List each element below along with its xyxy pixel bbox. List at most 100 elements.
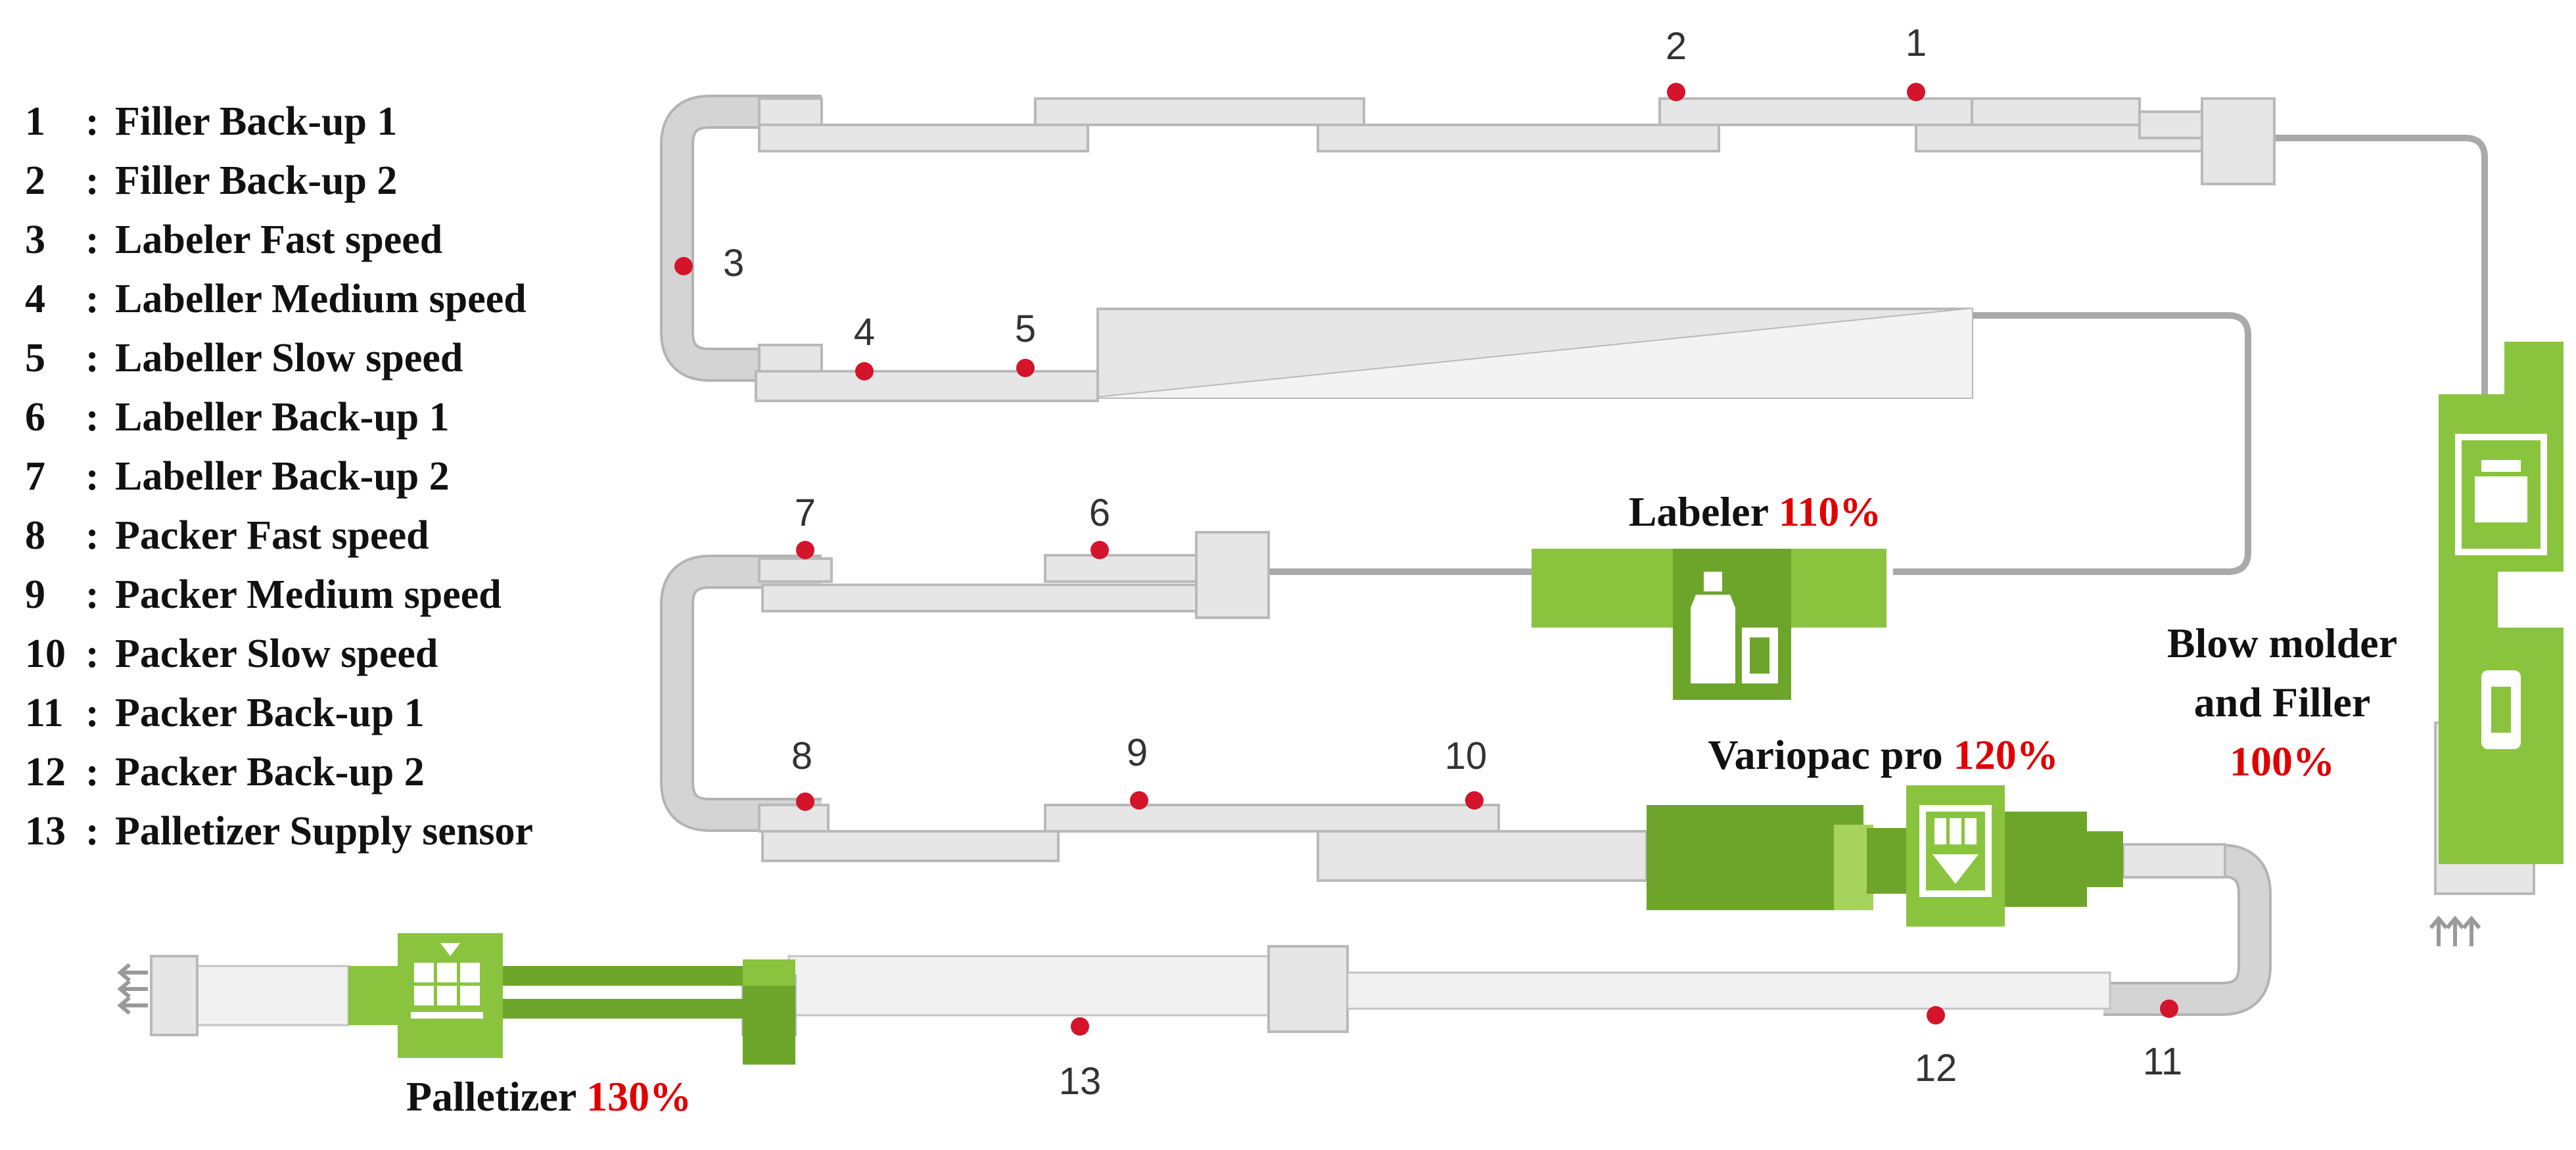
conveyor-segment	[2138, 110, 2207, 139]
legend-separator: :	[85, 513, 99, 558]
legend-number: 6	[25, 395, 45, 440]
legend-number: 7	[25, 454, 45, 499]
legend-number: 4	[25, 277, 45, 321]
flow-arrows-icon	[2429, 915, 2481, 946]
legend-text: Packer Medium speed	[115, 572, 502, 617]
flow-arrows-icon	[117, 963, 148, 1015]
palletizer-track	[503, 966, 746, 986]
buffer-box	[1267, 945, 1349, 1033]
accumulation-table-fill	[1098, 309, 1972, 398]
variopac-join	[1867, 828, 1906, 894]
sensor-1: 1	[1906, 22, 1927, 101]
sensor-12: 12	[1915, 1006, 1957, 1090]
legend-item-13: 13 : Palletizer Supply sensor	[25, 809, 533, 854]
sensor-number: 7	[795, 492, 816, 534]
palletizer-label: Palletizer 130%	[406, 1073, 691, 1120]
sensor-dot	[855, 362, 874, 380]
sensor-number: 4	[854, 311, 875, 354]
sensor-dot	[2160, 1000, 2178, 1018]
palletizer-head	[743, 959, 795, 989]
palletizer-name: Palletizer	[406, 1073, 576, 1120]
labeler-name: Labeler	[1629, 488, 1769, 535]
legend-item-4: 4 : Labeller Medium speed	[25, 277, 527, 321]
line-to-labeler	[1893, 312, 2251, 575]
legend-separator: :	[85, 277, 99, 321]
buffer-box	[2201, 97, 2276, 185]
palletizer-machine	[348, 933, 795, 1065]
legend-number: 12	[25, 750, 66, 794]
sensor-10: 10	[1445, 735, 1487, 810]
legend-text: Packer Back-up 1	[115, 691, 425, 735]
legend-separator: :	[85, 454, 99, 499]
sensor-number: 6	[1089, 492, 1110, 534]
conveyor-segment	[761, 830, 1060, 862]
legend-number: 5	[25, 336, 45, 380]
legend-item-2: 2 : Filler Back-up 2	[25, 158, 397, 203]
legend-item-5: 5 : Labeller Slow speed	[25, 336, 463, 380]
variopac-infeed	[1647, 805, 1863, 910]
palletizer-head	[743, 986, 795, 1065]
legend-separator: :	[85, 99, 99, 144]
pallet-conveyor	[1346, 971, 2111, 1010]
palletizer-track	[503, 999, 746, 1019]
legend-separator: :	[85, 572, 99, 617]
conveyor-segment	[758, 344, 823, 373]
blow-molder-line2: and Filler	[2194, 679, 2370, 725]
sensor-4: 4	[854, 311, 875, 380]
filler-icon	[2455, 434, 2547, 555]
legend-item-8: 8 : Packer Fast speed	[25, 513, 429, 558]
labeler-label: Labeler 110%	[1629, 488, 1882, 535]
sensors: 1 2 3 4 5 6 7 8	[674, 22, 2182, 1103]
sensor-number: 11	[2143, 1040, 2182, 1083]
variopac-outfeed	[2087, 831, 2123, 887]
line-blow-molder-to-filler-buffer	[2274, 135, 2488, 394]
conveyor-segment	[2122, 843, 2226, 879]
legend-number: 10	[25, 632, 66, 676]
triple-bottle-icon	[1919, 805, 1992, 897]
conveyor-segment	[1658, 97, 1980, 126]
conveyor-segment	[761, 584, 1201, 612]
legend-number: 1	[25, 99, 45, 144]
legend-number: 13	[25, 809, 66, 854]
sensor-dot	[1071, 1017, 1089, 1036]
sensor-dot	[796, 793, 814, 811]
sensor-dot	[1016, 359, 1035, 377]
legend-separator: :	[85, 395, 99, 440]
conveyor-segment	[1317, 830, 1648, 882]
sensor-5: 5	[1015, 308, 1036, 377]
legend-text: Packer Back-up 2	[115, 750, 425, 794]
legend-number: 3	[25, 218, 45, 262]
blow-molder-filler-machine	[2439, 342, 2564, 864]
legend-number: 9	[25, 572, 45, 617]
sensor-dot	[796, 541, 814, 559]
conveyor-segment	[1971, 97, 2141, 126]
sensor-8: 8	[791, 735, 814, 811]
pallet-icon	[411, 943, 483, 1019]
pallet-conveyor	[787, 955, 1303, 1017]
sensor-9: 9	[1127, 731, 1148, 810]
conveyor-segment	[755, 370, 1099, 402]
conveyor-segment	[758, 124, 1089, 152]
legend-number: 8	[25, 513, 45, 558]
sensor-number: 13	[1059, 1060, 1102, 1103]
sensor-number: 12	[1915, 1047, 1957, 1090]
legend-item-1: 1 : Filler Back-up 1	[25, 99, 397, 144]
legend-separator: :	[85, 691, 99, 735]
sensor-number: 8	[791, 735, 812, 777]
blow-molder-percent: 100%	[2230, 738, 2335, 785]
blow-molder-line1: Blow molder	[2167, 620, 2397, 666]
sensor-6: 6	[1089, 492, 1110, 559]
legend-separator: :	[85, 218, 99, 262]
conveyor-segment	[1317, 124, 1720, 152]
legend-separator: :	[85, 632, 99, 676]
palletizer-percent: 130%	[586, 1073, 691, 1120]
variopac-name: Variopac pro	[1708, 731, 1942, 778]
sensor-dot	[1907, 83, 1925, 101]
conveyor-segment	[758, 804, 830, 833]
conveyor-segment	[1044, 554, 1204, 583]
variopac-outfeed	[2005, 812, 2087, 907]
legend-separator: :	[85, 158, 99, 203]
legend-text: Labeller Medium speed	[115, 277, 527, 321]
sensor-11: 11	[2143, 1000, 2182, 1083]
